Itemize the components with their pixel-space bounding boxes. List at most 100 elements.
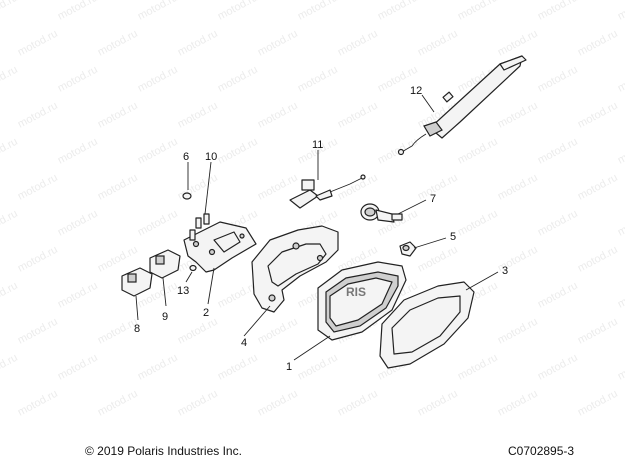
watermark-text: motod.ru — [136, 0, 180, 23]
watermark-text: motod.ru — [616, 280, 625, 311]
watermark-text: motod.ru — [96, 172, 140, 203]
callout-8: 8 — [134, 323, 140, 335]
watermark-text: motod.ru — [56, 0, 100, 23]
watermark-text: motod.ru — [256, 316, 300, 347]
watermark-text: motod.ru — [136, 352, 180, 383]
watermark-text: motod.ru — [96, 388, 140, 419]
part-3-outer-bezel — [379, 281, 475, 369]
callout-1: 1 — [286, 361, 292, 373]
watermark-text: motod.ru — [616, 136, 625, 167]
watermark-text: motod.ru — [176, 100, 220, 131]
callout-7: 7 — [430, 193, 436, 205]
watermark-text: motod.ru — [0, 280, 20, 311]
watermark-text: motod.ru — [56, 136, 100, 167]
watermark-text: motod.ru — [456, 0, 500, 23]
watermark-text: motod.ru — [16, 28, 60, 59]
watermark-text: motod.ru — [296, 64, 340, 95]
leader-lines — [135, 94, 499, 361]
watermark-text: motod.ru — [216, 352, 260, 383]
watermark-text: motod.ru — [416, 28, 460, 59]
watermark-text: motod.ru — [56, 280, 100, 311]
watermark-text: motod.ru — [96, 244, 140, 275]
watermark-text: motod.ru — [296, 0, 340, 23]
watermark-text: motod.ru — [0, 136, 20, 167]
watermark-text: motod.ru — [576, 100, 620, 131]
part-6-fastener — [182, 192, 192, 200]
watermark-text: motod.ru — [536, 352, 580, 383]
part-8-switch — [121, 267, 153, 297]
watermark-text: motod.ru — [536, 136, 580, 167]
watermark-text: motod.ru — [176, 316, 220, 347]
watermark-text: motod.ru — [496, 28, 540, 59]
callout-12: 12 — [410, 85, 422, 97]
callout-13: 13 — [177, 285, 189, 297]
watermark-text: motod.ru — [576, 244, 620, 275]
callout-11: 11 — [312, 139, 323, 151]
part-11-sensor-harness — [289, 174, 366, 209]
callout-10: 10 — [205, 151, 217, 163]
part-10-screws — [189, 213, 210, 241]
watermark-text: motod.ru — [0, 0, 20, 23]
watermark-text: motod.ru — [336, 28, 380, 59]
watermark-text: motod.ru — [136, 64, 180, 95]
watermark-text: motod.ru — [576, 28, 620, 59]
diagram-id: C0702895-3 — [508, 444, 575, 458]
watermark-text: motod.ru — [416, 172, 460, 203]
part-2-mounting-bracket — [183, 221, 257, 273]
watermark-text: motod.ru — [0, 352, 20, 383]
watermark-text: motod.ru — [136, 136, 180, 167]
watermark-text: motod.ru — [456, 208, 500, 239]
watermark-text: motod.ru — [56, 64, 100, 95]
watermark-text: motod.ru — [0, 208, 20, 239]
watermark-text: motod.ru — [176, 388, 220, 419]
watermark-text: motod.ru — [216, 136, 260, 167]
watermark-text: motod.ru — [536, 280, 580, 311]
callout-4: 4 — [241, 337, 247, 349]
callout-3: 3 — [502, 265, 508, 277]
watermark-text: motod.ru — [376, 136, 420, 167]
watermark-text: motod.ru — [56, 208, 100, 239]
part-5-indicator — [399, 241, 417, 257]
watermark-text: motod.ru — [616, 0, 625, 23]
watermark-text: motod.ru — [416, 388, 460, 419]
watermark-text: motod.ru — [616, 208, 625, 239]
watermark-text: motod.ru — [256, 100, 300, 131]
watermark-text: motod.ru — [136, 208, 180, 239]
callout-labels: 1 2 3 4 5 6 7 8 9 10 11 12 13 — [134, 85, 508, 373]
watermark-text: motod.ru — [576, 388, 620, 419]
watermark-text: motod.ru — [96, 28, 140, 59]
brand-fragment: RIS — [346, 285, 366, 299]
watermark-text: motod.ru — [456, 352, 500, 383]
watermark-text: motod.ru — [456, 136, 500, 167]
watermark-text: motod.ru — [296, 352, 340, 383]
watermark-text: motod.ru — [256, 28, 300, 59]
copyright-notice: © 2019 Polaris Industries Inc. — [85, 444, 242, 458]
part-12-bracket-rail — [397, 55, 527, 156]
watermark-text: motod.ru — [216, 64, 260, 95]
watermark-text: motod.ru — [256, 388, 300, 419]
watermark-text: motod.ru — [16, 172, 60, 203]
callout-2: 2 — [203, 307, 209, 319]
part-13-clip — [189, 264, 197, 272]
watermark-text: motod.ru — [536, 0, 580, 23]
watermark-text: motod.ru — [496, 100, 540, 131]
watermark-text: motod.ru — [176, 172, 220, 203]
watermark-text: motod.ru — [16, 388, 60, 419]
watermark-text: motod.ru — [616, 352, 625, 383]
watermark-text: motod.ru — [16, 244, 60, 275]
part-4-bezel-housing — [251, 225, 339, 313]
watermark-text: motod.ru — [536, 64, 580, 95]
watermark-text: motod.ru — [336, 100, 380, 131]
watermark-text: motod.ru — [576, 316, 620, 347]
watermark-text: motod.ru — [616, 64, 625, 95]
watermark-text: motod.ru — [336, 388, 380, 419]
callout-6: 6 — [183, 151, 189, 163]
watermark-text: motod.ru — [176, 28, 220, 59]
watermark-text: motod.ru — [0, 64, 20, 95]
watermark-text: motod.ru — [216, 0, 260, 23]
part-9-switch — [149, 249, 181, 279]
watermark-text: motod.ru — [376, 0, 420, 23]
watermark-text: motod.ru — [16, 100, 60, 131]
watermark-text: motod.ru — [496, 388, 540, 419]
